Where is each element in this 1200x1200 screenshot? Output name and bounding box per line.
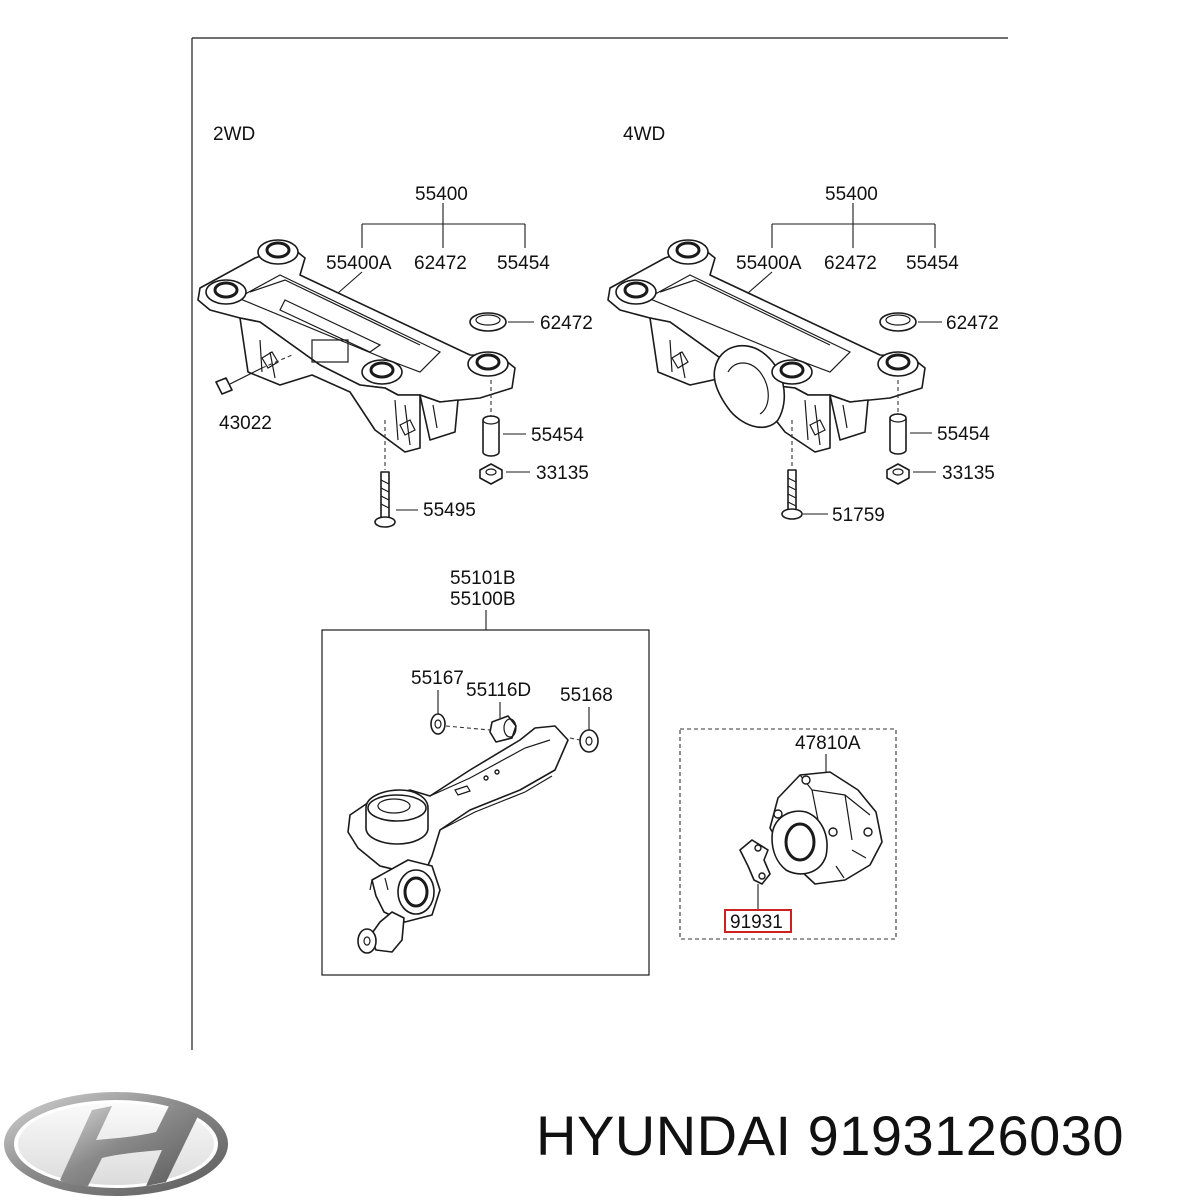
label-55116d: 55116D [466,680,531,701]
washer-55167 [430,713,491,735]
label-55167: 55167 [411,668,464,689]
label-62472-4wd: 62472 [946,313,999,334]
mount-bushing-4wd [615,239,919,385]
sleeve-55454-2wd [482,380,526,457]
brand-part-number: HYUNDAI 9193126030 [536,1104,1125,1167]
crossmember-2wd: 55400 55400A 62472 55454 [197,184,593,528]
bolt-43022-2wd [215,354,293,395]
differential-mount-assembly: 47810A 91931 [679,728,897,940]
section-title-2wd: 2WD [213,124,255,145]
label-33135-4wd: 33135 [942,463,995,484]
mount-bushing-2wd [205,239,509,385]
bolt-55495-2wd [374,420,418,528]
sleeve-55454-4wd [889,380,932,455]
section-title-4wd: 4WD [623,124,665,145]
washer-55168 [569,729,599,753]
label-62472-top-4wd: 62472 [824,253,877,274]
label-55454-2wd: 55454 [531,425,584,446]
bushing-55116d [489,715,517,743]
bracket-91931 [739,839,771,910]
footer: HYUNDAI 9193126030 [0,1080,1200,1200]
parts-diagram: 2WD 4WD 55400 55400A 62472 55454 [191,37,1008,1050]
label-51759-4wd: 51759 [832,505,885,526]
bushing-ring-62472-2wd [469,312,534,332]
label-55400-4wd: 55400 [825,184,878,205]
highlight-box-91931 [724,909,792,933]
label-55454-4wd: 55454 [937,424,990,445]
nut-33135-4wd [886,463,936,485]
hyundai-logo-icon [4,1092,228,1196]
nut-33135-2wd [479,463,530,485]
label-55101b: 55101B [450,568,516,589]
label-55400-2wd: 55400 [415,184,468,205]
crossmember-4wd: 55400 55400A 62472 55454 6247 [607,184,999,526]
lower-arm-assembly: 55101B 55100B 55167 55116D 55168 [321,568,650,976]
label-55168: 55168 [560,685,613,706]
label-47810a: 47810A [795,733,861,754]
lower-arm-frame [321,629,650,976]
label-91931: 91931 [730,912,783,933]
label-62472-2wd: 62472 [540,313,593,334]
label-55495-2wd: 55495 [423,500,476,521]
label-55454-top-2wd: 55454 [497,253,550,274]
label-43022-2wd: 43022 [219,413,272,434]
bushing-ring-62472-4wd [879,312,942,332]
label-55454-top-4wd: 55454 [906,253,959,274]
bolt-51759-4wd [781,420,828,520]
label-33135-2wd: 33135 [536,463,589,484]
label-62472-top-2wd: 62472 [414,253,467,274]
label-55400a-4wd: 55400A [736,253,802,274]
label-55400a-2wd: 55400A [326,253,392,274]
differential-dashed-frame [679,728,897,940]
label-55100b: 55100B [450,589,516,610]
